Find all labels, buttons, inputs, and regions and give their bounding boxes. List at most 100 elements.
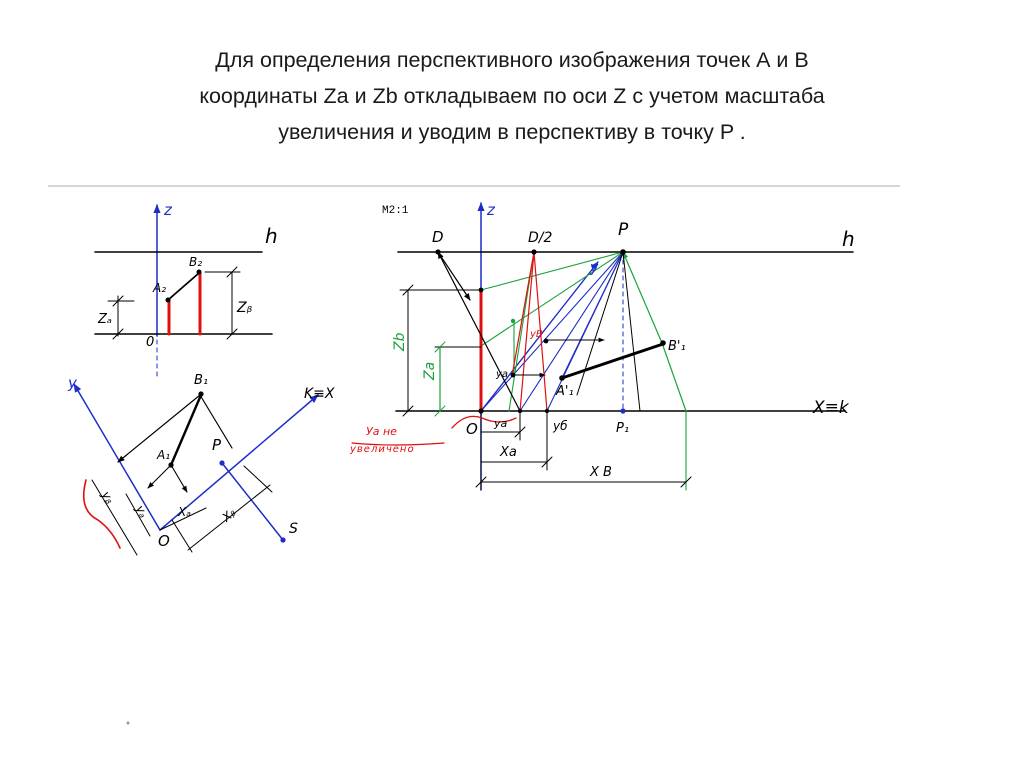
label-ya-left: yₐ [132, 502, 151, 520]
left-za-tick-bottom [112, 328, 124, 340]
label-a2: A₂ [152, 281, 166, 295]
right-za-tick-1 [434, 341, 446, 353]
label-right-y: y [589, 260, 599, 276]
label-origin-bottom: O [158, 532, 170, 550]
title-line-2: координаты Za и Zb откладываем по оси Z … [199, 84, 825, 108]
right-za-tick-2 [434, 405, 446, 417]
label-s: S [289, 521, 298, 537]
left-zb-tick-top [226, 266, 238, 278]
point-b1 [198, 391, 204, 397]
point-yb-mid [543, 338, 549, 344]
left-a1-to-x [170, 464, 188, 493]
left-a1-to-y [147, 464, 172, 489]
label-za-left: Zₐ [97, 312, 112, 327]
title-line-1: Для определения перспективного изображен… [215, 48, 809, 72]
ray-p-a1 [561, 251, 624, 379]
label-xb-left: Xᵦ [219, 505, 239, 525]
label-a1: A₁ [156, 448, 170, 462]
point-a1-prime [559, 375, 565, 381]
left-y-axis [73, 383, 161, 531]
red-ray-1 [511, 251, 535, 377]
point-green-mid [510, 318, 516, 324]
left-xb-ext-a [171, 519, 193, 553]
label-right-h: h [842, 227, 855, 251]
label-left-h: h [265, 224, 278, 248]
black-d-ray [437, 251, 521, 412]
ray-p-origin [480, 251, 624, 412]
label-za-right: Za [422, 362, 438, 381]
point-s [280, 537, 286, 543]
right-tick-xb-r [680, 476, 692, 488]
label-d: D [432, 228, 444, 246]
label-x-axis: X≡k [812, 398, 850, 418]
label-zb-left: Zᵦ [236, 300, 253, 316]
label-b2: B₂ [189, 255, 202, 269]
left-xa-dimension [159, 507, 207, 531]
note-line-2: увеличено [349, 444, 415, 455]
point-b2 [196, 269, 202, 275]
red-ray-3 [519, 251, 535, 412]
note-red-underline [351, 442, 445, 446]
note-red-arrow [451, 415, 517, 429]
note-line-1: Уа не [366, 425, 397, 438]
left-kx-axis [159, 394, 319, 531]
point-a2 [165, 297, 171, 303]
black-p-to-a1 [576, 251, 624, 396]
left-ps-line [221, 462, 284, 541]
left-xb-dimension [187, 484, 271, 551]
black-a1-b1-segment [560, 342, 665, 380]
left-zb-tick-bottom [226, 328, 238, 340]
point-ya [510, 372, 516, 378]
left-yb-red-brace [82, 479, 121, 549]
label-b1: B₁ [194, 373, 208, 388]
right-tick-xa-r [541, 456, 553, 468]
label-zb-right: Zb [392, 332, 408, 352]
right-tick-ya-r [514, 426, 526, 438]
label-b1-prime: B'₁ [668, 339, 686, 354]
point-p1 [620, 408, 626, 414]
label-xb-right: X B [589, 465, 612, 480]
label-origin-top: 0 [146, 335, 154, 350]
label-right-z: z [486, 201, 496, 219]
point-b1-prime [660, 340, 666, 346]
green-p-ztop [480, 251, 624, 291]
left-xb-ext-b [243, 465, 273, 493]
right-zb-tick-1 [402, 284, 414, 296]
left-za-tick-top [112, 295, 124, 307]
label-yb-bottom: yб [552, 419, 568, 433]
left-a2-b2-segment [167, 272, 200, 301]
title-line-3: увеличения и уводим в перспективу в точк… [278, 120, 746, 144]
right-drawing: M2:1 z D D/2 P h y B'₁ Zb Za yB ya A'₁ X… [349, 201, 855, 491]
right-tick-xb-l [475, 476, 487, 488]
label-kx: K≡X [304, 386, 335, 402]
label-xa-right: Xa [499, 445, 517, 460]
ray-p-ya [519, 251, 624, 412]
left-y-parallel [117, 394, 201, 463]
label-p-left: P [212, 436, 222, 454]
right-zb-tick-2 [402, 405, 414, 417]
point-d [435, 249, 441, 255]
label-yb-mid: yB [529, 329, 543, 340]
label-xa-left: Xₐ [177, 505, 191, 519]
left-a1-b1-segment [169, 393, 203, 467]
point-p-left [219, 460, 225, 466]
label-yb-left: yᵦ [98, 488, 117, 506]
left-b1-drop [199, 394, 233, 449]
label-left-y: y [67, 374, 78, 392]
green-p-zmid [480, 251, 624, 347]
slide-title: Для определения перспективного изображен… [60, 42, 964, 150]
label-ya-mid: ya [495, 369, 508, 380]
label-a1-prime: A'₁ [555, 384, 574, 399]
point-p-right [620, 249, 626, 255]
black-p-to-b1 [622, 251, 641, 412]
label-left-z: z [163, 201, 173, 219]
paper-speck [126, 721, 130, 725]
left-y-dim-outer [91, 479, 138, 556]
left-y-dim-inner [125, 493, 151, 537]
label-origin-right: O [466, 420, 478, 438]
left-drawing: z h A₂ B₂ Zₐ Zᵦ 0 y K≡X B₁ A₁ P O S yᵦ y… [67, 201, 335, 556]
right-y-axis [480, 261, 599, 412]
green-p-b1 [622, 251, 663, 344]
label-p1: P₁ [616, 421, 629, 436]
